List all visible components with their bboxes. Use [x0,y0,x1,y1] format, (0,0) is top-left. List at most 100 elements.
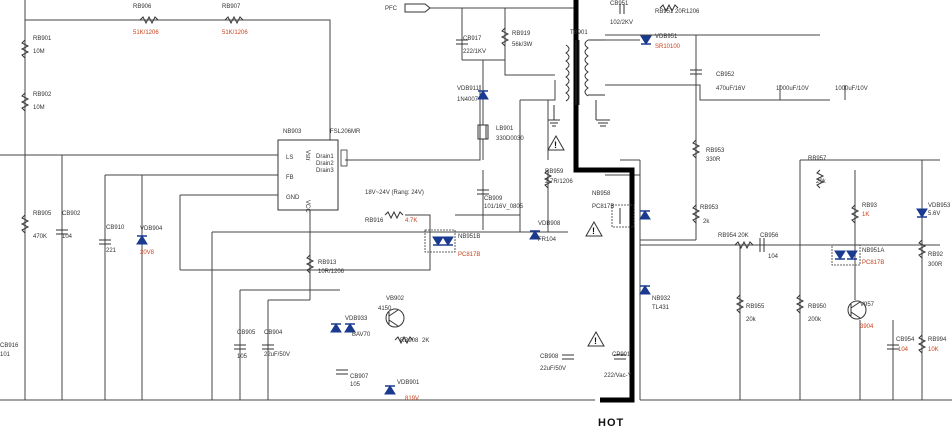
rb953-value: 330R [706,157,721,163]
nb951a-value: PC817B [862,260,884,266]
cb909-value: 101/16V_0805 [484,204,524,210]
rb906-value: 51K/1206 [133,30,159,36]
cb905-label: CB905 [237,330,256,336]
cb909-label: CB909 [484,196,503,202]
cb910-label: CB910 [106,225,125,231]
inductor-lb901 [477,124,489,140]
cb902-label: CB902 [62,211,81,217]
nb932-value: TL431 [652,305,670,311]
optocoupler-nb951a [831,244,861,266]
vdb951-label: VDB951 [655,34,678,40]
rb908-value: 2K [422,338,429,344]
cb908-value: 22uF/50V [540,366,566,372]
rb916-label: RB916 [365,218,384,224]
cb956-label: CB956 [760,233,779,239]
lb901-value: 330D0030 [496,136,524,142]
vdb933-label: VDB933 [345,316,368,322]
rb916-value: 4.7K [405,218,417,224]
rb901-value: 10M [33,49,45,55]
warning-icon: ! [594,336,597,346]
vdb953-label: VDB953 [928,203,951,209]
hot-label: HOT [598,417,624,429]
vb902-label: VB902 [386,296,405,302]
vdb901-value: 819V [405,396,419,402]
pin-ls: LS [286,155,293,161]
rb901-label: RB901 [33,36,52,42]
nb958-label: NB958 [592,191,611,197]
warning-icon: ! [554,140,557,150]
rb919-label: RB919 [512,31,531,37]
rb950-label: RB950 [808,304,827,310]
cb907-label: CB907 [350,374,369,380]
cb902-value: 104 [62,234,73,240]
cb916-value: 101 [0,352,11,358]
ground-symbols [548,100,610,127]
rb919-value: 56k/3W [512,42,533,48]
nb958-value: PC817B [592,204,614,210]
cap3-value: 1000uF/10V [835,86,868,92]
rb994-label: RB994 [928,337,947,343]
pin-gnd: GND [286,195,300,201]
optocoupler-nb958 [611,204,635,228]
rb902-value: 10M [33,105,45,111]
rb92-value: 300R [928,262,943,268]
transformer-tb901 [565,39,605,105]
vdb911-label: VDB911 [457,86,480,92]
rb953b-value: 2k [703,219,710,225]
nb903-part: FSL206MR [330,129,361,135]
nb903-label: NB903 [283,129,302,135]
nb951b-value: PC817B [458,252,480,258]
isolation-barrier [573,0,635,403]
pin-fb: FB [286,175,294,181]
drain2-label: Drain2 [316,161,334,167]
hv-note: 18V~24V (Rang: 24V) [365,190,424,196]
rb905-value: 470K [33,234,47,240]
cb916-label: CB916 [0,343,19,349]
ic-nb903 [277,139,348,211]
cb954-label: CB954 [896,337,915,343]
pin-vstr: Vstr [304,150,310,161]
rb957-label: RB957 [808,156,827,162]
nb951a-label: NB951A [862,248,884,254]
vdb908-value: FR104 [538,237,557,243]
rb913-label: RB913 [318,260,337,266]
cb908-label: CB908 [540,354,559,360]
rb913-value: 10R/1206 [318,269,345,275]
rb906-label: RB906 [133,4,152,10]
vdb951-value: SR10100 [655,44,681,50]
cb905-value: 105 [237,354,248,360]
nb932-label: NB932 [652,296,671,302]
cb951-value: 102/2KV [610,20,633,26]
rb959-value: 2.7R/1206 [545,179,573,185]
rb908-label: RB908 [400,338,419,344]
nb951b-label: NB951B [458,234,480,240]
rb950-value: 200k [808,317,822,323]
rb957-value: 20k [816,179,827,185]
rb93-label: RB93 [862,203,878,209]
rb902-label: RB902 [33,92,52,98]
rb953b-label: RB953 [700,205,719,211]
vb902-value: 4150 [378,306,392,312]
rb953-label: RB953 [706,148,725,154]
warning-icon: ! [592,226,595,236]
rb92-label: RB92 [928,252,944,258]
rb994-value: 10K [928,347,939,353]
rb905-label: RB905 [33,211,52,217]
drain3-label: Drain3 [316,168,334,174]
cb956-value: 104 [768,254,779,260]
optocoupler-nb951b [424,229,456,253]
vdb933-value: BAV70 [352,332,371,338]
rb907-label: RB907 [222,4,241,10]
pin-vcc: VCC [304,200,310,213]
drain1-label: Drain1 [316,154,334,160]
wiring [0,0,952,401]
resistors [20,3,927,354]
capacitors [56,4,899,375]
cb951-label: CB951 [610,1,629,7]
v957-value: 3904 [860,324,874,330]
cb907-value: 105 [350,382,361,388]
vdb904-value: 20V8 [140,250,155,256]
vdb953-value: 5.6V [928,211,940,217]
rb93-value: 1K [862,212,869,218]
